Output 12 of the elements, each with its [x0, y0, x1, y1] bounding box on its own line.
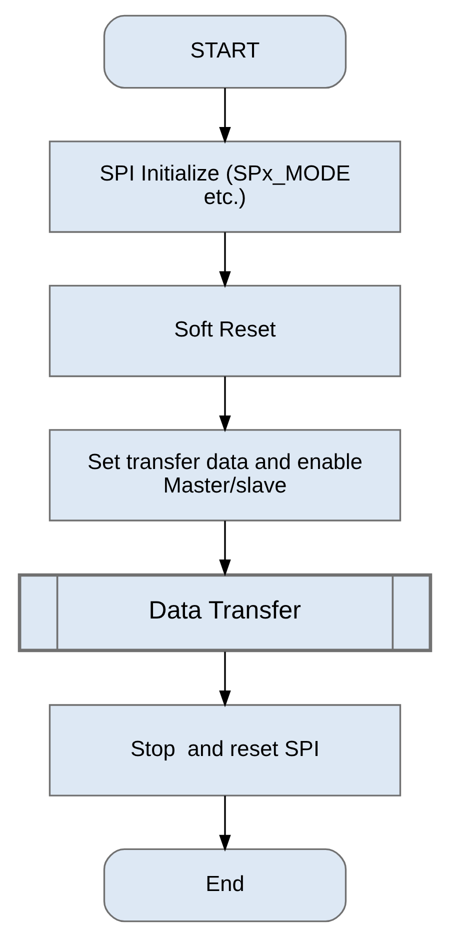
arrow — [218, 652, 230, 708]
node-box: Soft Reset — [48, 284, 401, 378]
node-box: Stop and reset SPI — [48, 704, 401, 796]
arrow — [218, 232, 230, 288]
arrow — [218, 796, 230, 852]
arrow — [218, 88, 230, 144]
node-box: Set transfer data and enable Master/slave — [48, 429, 401, 522]
arrow — [218, 376, 230, 432]
node-box: SPI Initialize (SPx_MODE etc.) — [48, 140, 401, 233]
node-box: End — [102, 848, 346, 922]
arrow — [218, 520, 230, 576]
node-box: START — [102, 14, 346, 89]
